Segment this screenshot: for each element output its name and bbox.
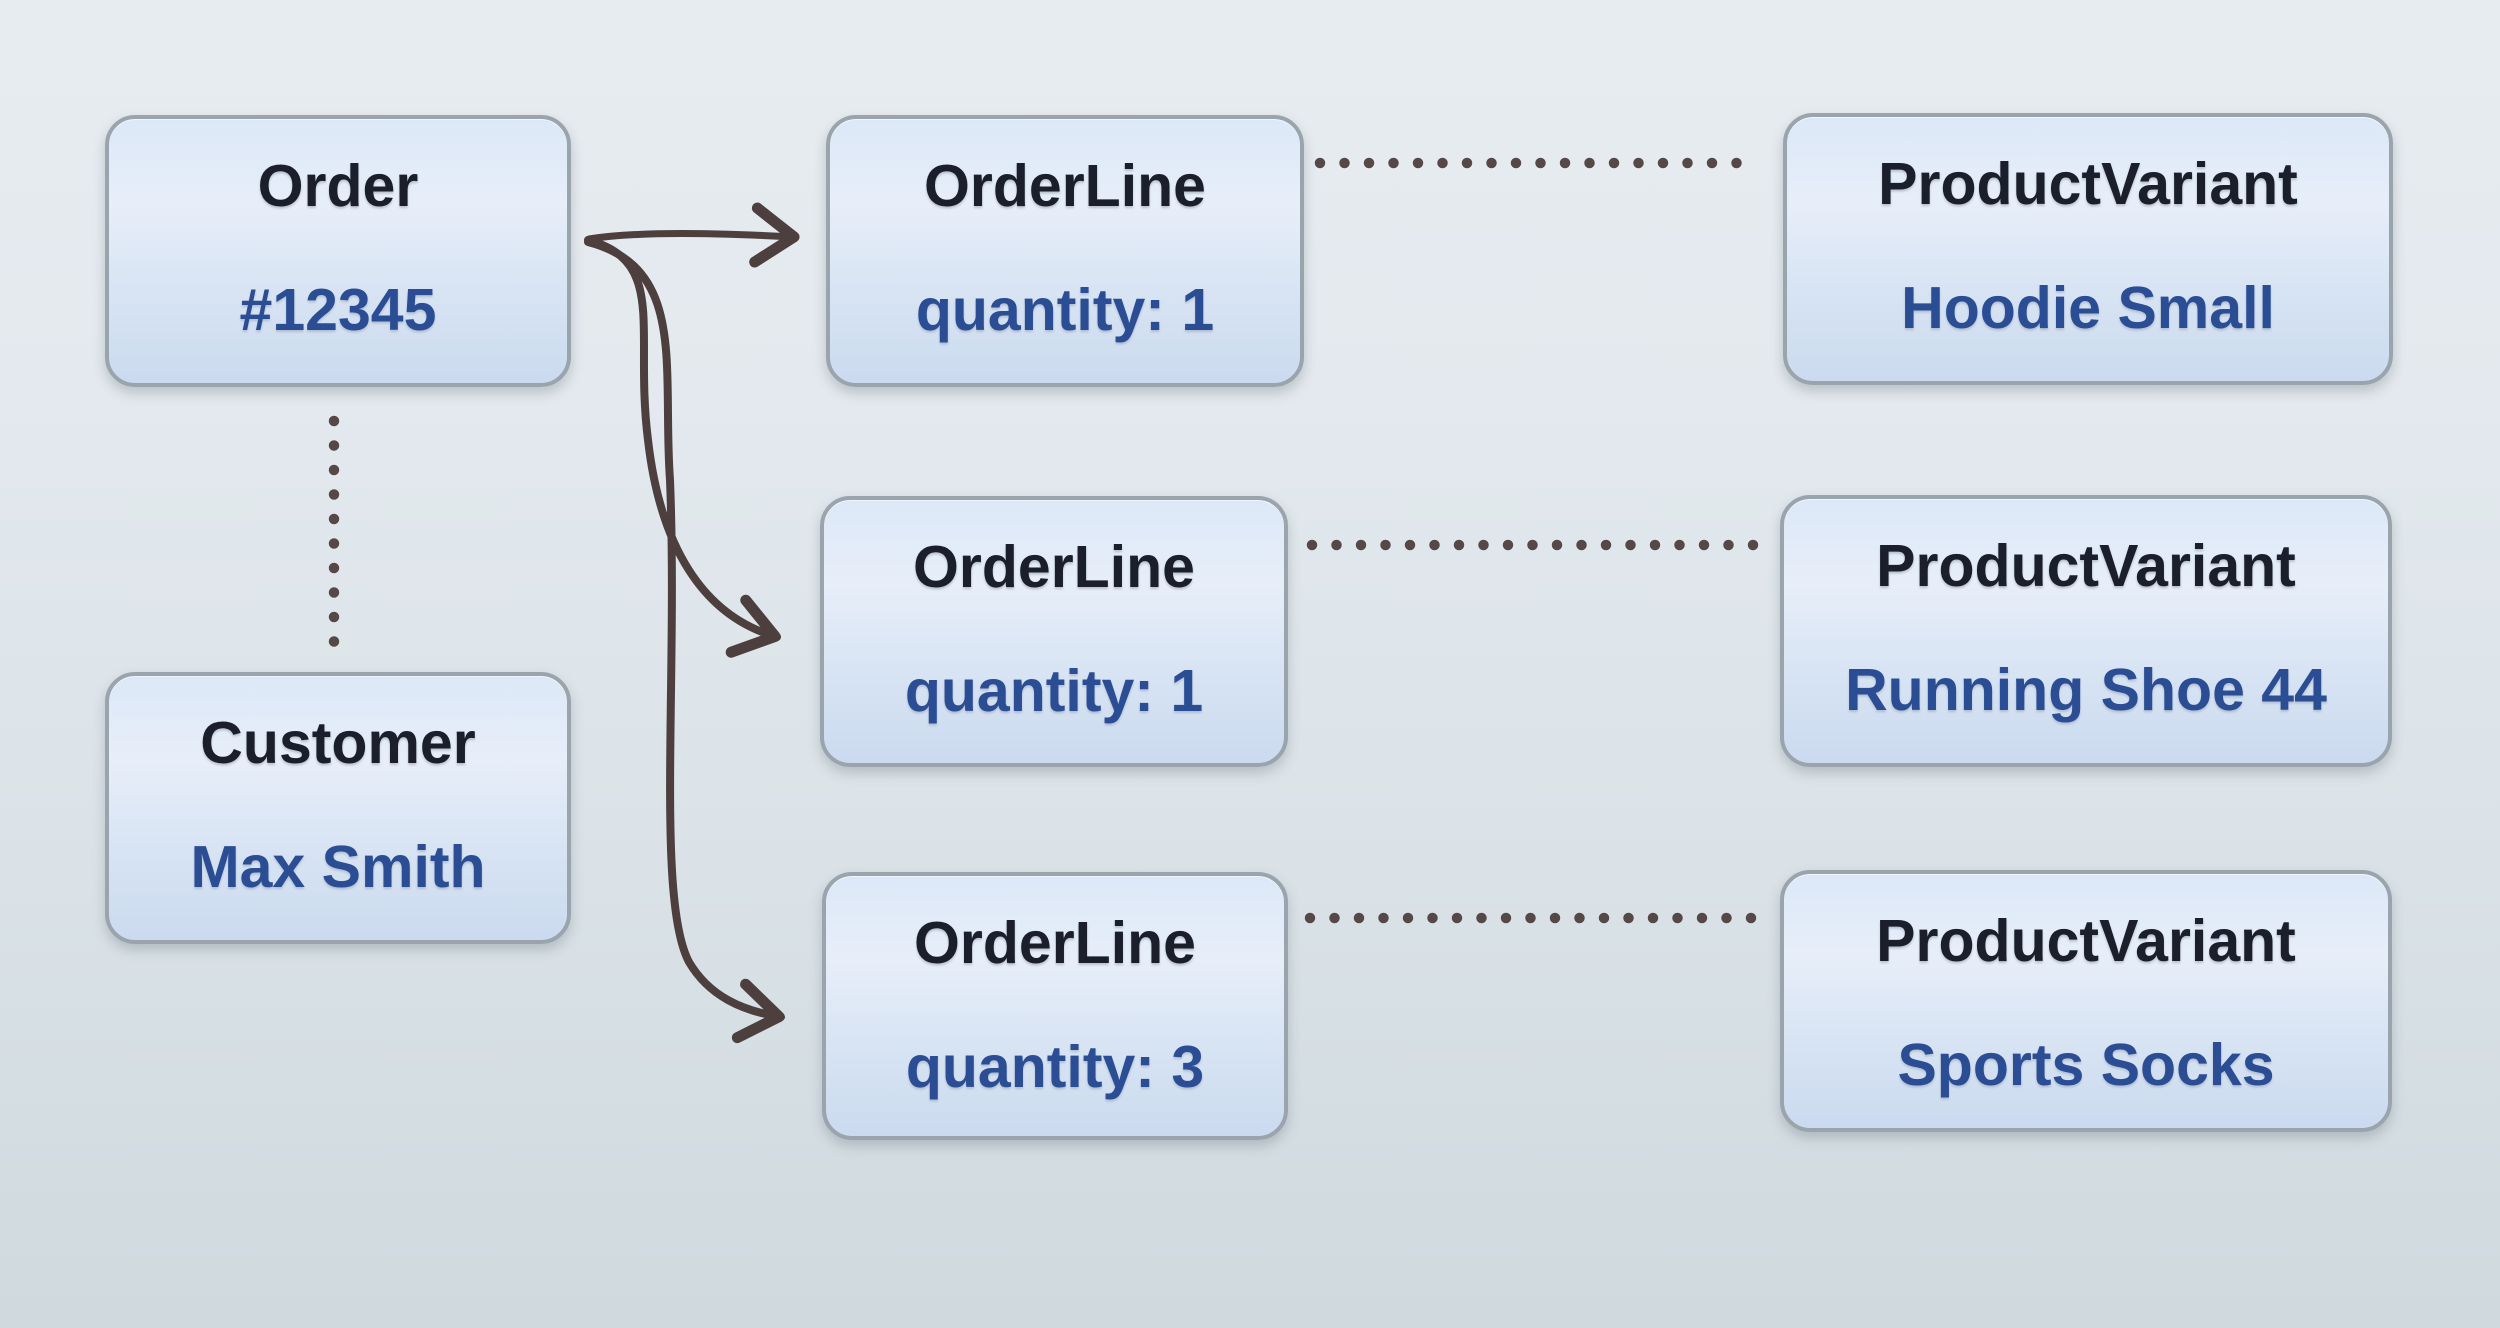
node-orderline-1-value: quantity: 1: [915, 277, 1215, 343]
node-customer-title: Customer: [200, 710, 476, 776]
node-orderline-2-value: quantity: 1: [904, 658, 1204, 724]
node-orderline-1-title: OrderLine: [924, 153, 1206, 219]
node-order-title: Order: [257, 153, 419, 219]
edge-order-orderline-3: [584, 238, 785, 1044]
node-productvariant-2[interactable]: ProductVariant Running Shoe 44: [1780, 495, 2392, 767]
node-orderline-2[interactable]: OrderLine quantity: 1: [820, 496, 1288, 767]
node-productvariant-1[interactable]: ProductVariant Hoodie Small: [1783, 113, 2393, 385]
node-customer[interactable]: Customer Max Smith: [105, 672, 571, 944]
node-order-value: #12345: [239, 277, 437, 343]
node-productvariant-3[interactable]: ProductVariant Sports Socks: [1780, 870, 2392, 1132]
node-orderline-3[interactable]: OrderLine quantity: 3: [822, 872, 1288, 1140]
node-productvariant-3-title: ProductVariant: [1876, 908, 2296, 974]
node-productvariant-1-value: Hoodie Small: [1901, 275, 2275, 341]
node-orderline-3-title: OrderLine: [914, 910, 1196, 976]
node-productvariant-1-title: ProductVariant: [1878, 151, 2298, 217]
edge-order-orderline-2: [584, 236, 781, 658]
node-orderline-3-value: quantity: 3: [905, 1034, 1205, 1100]
edge-order-orderline-1: [585, 202, 800, 268]
node-productvariant-2-value: Running Shoe 44: [1845, 657, 2327, 723]
node-productvariant-2-title: ProductVariant: [1876, 533, 2296, 599]
node-customer-value: Max Smith: [190, 834, 486, 900]
node-orderline-2-title: OrderLine: [913, 534, 1195, 600]
node-productvariant-3-value: Sports Socks: [1897, 1032, 2275, 1098]
node-orderline-1[interactable]: OrderLine quantity: 1: [826, 115, 1304, 387]
node-order[interactable]: Order #12345: [105, 115, 571, 387]
